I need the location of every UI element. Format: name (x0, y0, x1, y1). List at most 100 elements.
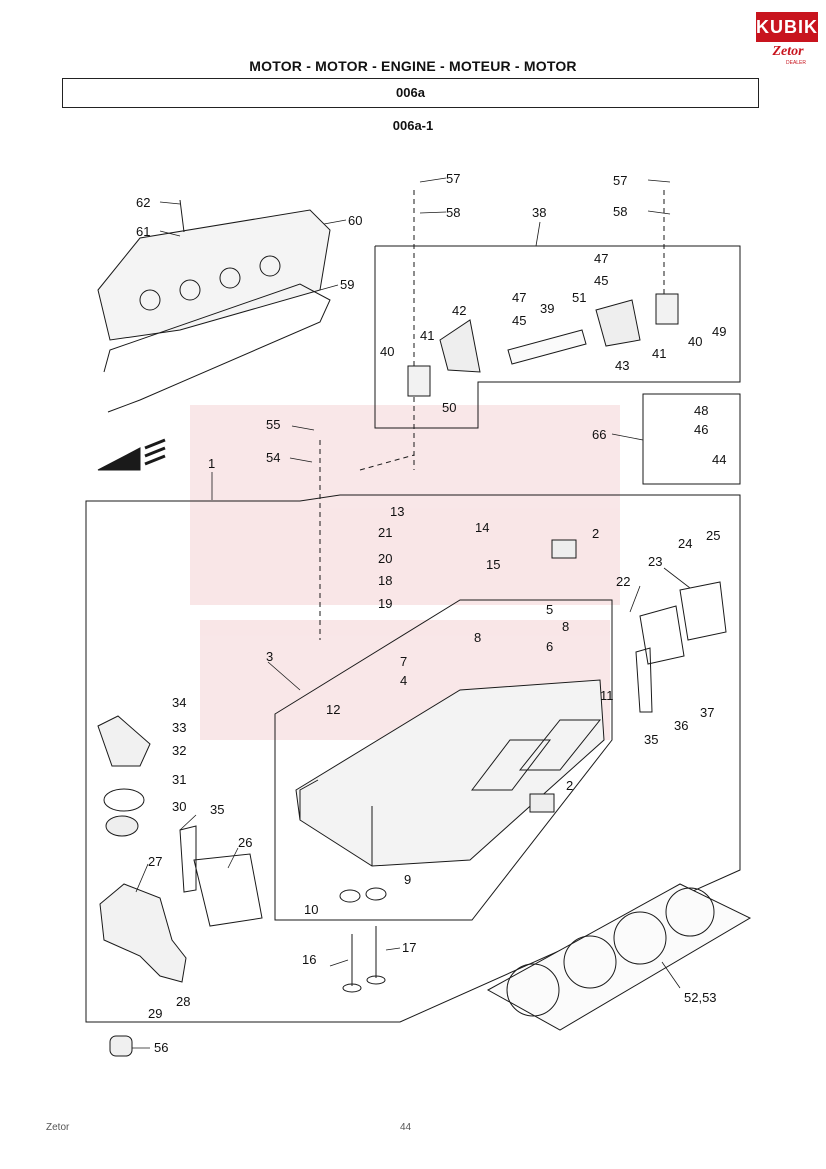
section-code-box: 006a (62, 78, 759, 108)
figure-code: 006a-1 (392, 118, 434, 133)
logo-kubik: KUBIK (756, 12, 818, 42)
head-gasket (486, 883, 752, 1031)
callout: 45 (512, 313, 526, 328)
callout: 14 (475, 520, 489, 535)
callout: 18 (378, 573, 392, 588)
callout: 39 (540, 301, 554, 316)
logo-zetor: Zetor (772, 44, 804, 59)
callout: 42 (452, 303, 466, 318)
outlet-32 (97, 715, 151, 767)
callout: 36 (674, 718, 688, 733)
callout: 25 (706, 528, 720, 543)
callout: 34 (172, 695, 186, 710)
callout: 59 (340, 277, 354, 292)
gasket-31 (103, 788, 145, 812)
callout: 8 (562, 619, 569, 634)
section-code: 006a (396, 85, 425, 100)
callout: 31 (172, 772, 186, 787)
bracket-35 (179, 825, 197, 893)
leader-lines (132, 177, 691, 1049)
callout: 32 (172, 743, 186, 758)
callout: 19 (378, 596, 392, 611)
callout: 8 (474, 630, 481, 645)
callout: 37 (700, 705, 714, 720)
footer-logo: Zetor (46, 1122, 70, 1133)
callout: 16 (302, 952, 316, 967)
callout: 33 (172, 720, 186, 735)
watermark (190, 405, 620, 740)
callout: 4 (400, 673, 407, 688)
callout: 26 (238, 835, 252, 850)
callout: 28 (176, 994, 190, 1009)
callout: 2 (566, 778, 573, 793)
valve-17 (366, 926, 386, 985)
callout: 55 (266, 417, 280, 432)
callout: 22 (616, 574, 630, 589)
callout: 40 (688, 334, 702, 349)
callout: 48 (694, 403, 708, 418)
callout: 29 (148, 1006, 162, 1021)
callout: 40 (380, 344, 394, 359)
callout: 3 (266, 649, 273, 664)
cylinder-head-frame (85, 494, 741, 1023)
brand-logo: KUBIK Zetor DEALER (756, 12, 818, 66)
callout: 62 (136, 195, 150, 210)
gasket-22 (639, 605, 685, 665)
thermostat-housing (99, 883, 187, 983)
callout: 44 (712, 452, 726, 467)
page-title: MOTOR - MOTOR - ENGINE - MOTEUR - MOTOR (249, 58, 577, 74)
callout: 11 (600, 688, 614, 703)
callout: 43 (615, 358, 629, 373)
callout: 2 (592, 526, 599, 541)
callout: 13 (390, 504, 404, 519)
thermostat-30 (105, 815, 139, 837)
callout: 17 (402, 940, 416, 955)
sleeve-2b (529, 793, 555, 813)
callout: 57 (613, 173, 627, 188)
gasket-26 (193, 853, 263, 927)
callout: 21 (378, 525, 392, 540)
callout: 66 (592, 427, 606, 442)
sleeve-2a (551, 539, 577, 559)
callout: 1 (208, 456, 215, 471)
callout: 35 (644, 732, 658, 747)
callout: 24 (678, 536, 692, 551)
valve-cover (97, 199, 331, 413)
callout: 7 (400, 654, 407, 669)
callout: 38 (532, 205, 546, 220)
callout: 6 (546, 639, 553, 654)
rocker-shaft-39 (507, 329, 587, 365)
bracket-35b (635, 647, 653, 713)
valve-16 (342, 934, 362, 993)
seal-10 (339, 889, 361, 903)
callout: 9 (404, 872, 411, 887)
rocker-arm-43 (595, 299, 641, 347)
rocker-frame (374, 245, 741, 429)
callout: 54 (266, 450, 280, 465)
callout: 57 (446, 171, 460, 186)
callout: 5 (546, 602, 553, 617)
callout: 20 (378, 551, 392, 566)
callout: 61 (136, 224, 150, 239)
callout: 15 (486, 557, 500, 572)
callout: 52,53 (684, 990, 717, 1005)
callout: 41 (652, 346, 666, 361)
callout: 35 (210, 802, 224, 817)
rocker-arm-42 (439, 319, 481, 373)
callout: 46 (694, 422, 708, 437)
callout: 56 (154, 1040, 168, 1055)
callout: 10 (304, 902, 318, 917)
callout: 27 (148, 854, 162, 869)
callout: 51 (572, 290, 586, 305)
callout: 50 (442, 400, 456, 415)
plate-23 (679, 581, 727, 641)
callout: 58 (446, 205, 460, 220)
callout: 49 (712, 324, 726, 339)
sleeve-56 (109, 1035, 133, 1057)
front-arrow (97, 447, 141, 471)
callout: 47 (594, 251, 608, 266)
callout: 12 (326, 702, 340, 717)
callout: 60 (348, 213, 362, 228)
head-subframe (274, 599, 613, 921)
